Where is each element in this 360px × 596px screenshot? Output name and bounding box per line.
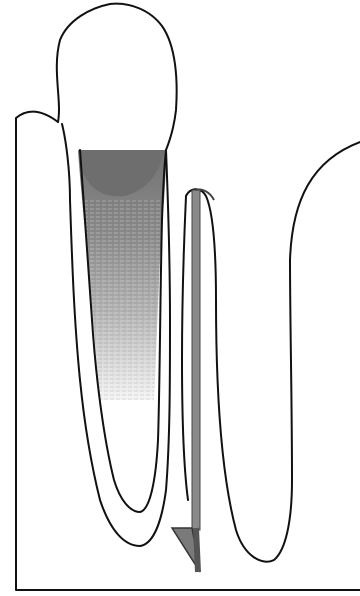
root-canal-grain [80,200,164,400]
periodontal-probe [172,189,214,572]
tooth-crown-outline [57,4,177,150]
adjacent-tooth-inner-outline [182,196,188,500]
adjacent-tooth-outline [186,142,360,562]
